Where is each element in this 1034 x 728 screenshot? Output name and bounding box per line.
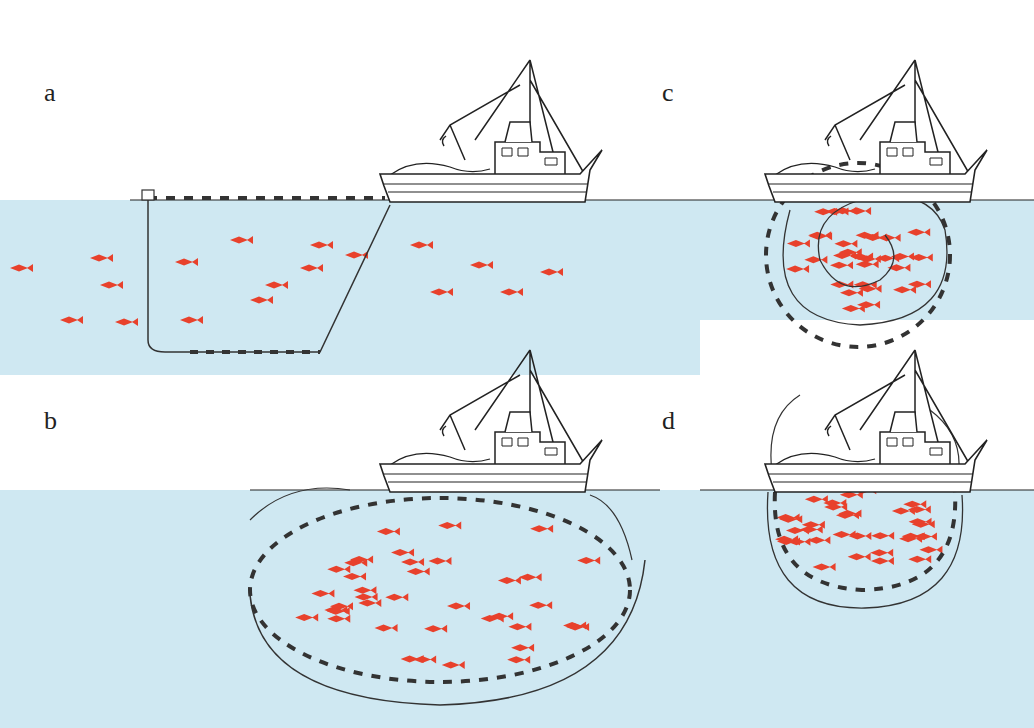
fish [180, 316, 203, 324]
fish [903, 500, 926, 508]
fish [892, 507, 915, 515]
fish [907, 228, 930, 236]
fishing-boat [380, 350, 602, 492]
fish [902, 532, 925, 540]
fish [910, 254, 933, 262]
fish [401, 558, 424, 566]
fish [508, 623, 531, 631]
fish [804, 256, 827, 264]
purse-seine-net [250, 488, 645, 705]
fish [800, 526, 823, 534]
panel-letter: d [662, 408, 675, 434]
fish [838, 509, 861, 517]
fish [447, 602, 470, 610]
fish [295, 613, 318, 621]
fish [410, 241, 433, 249]
fish [856, 231, 879, 239]
fish [265, 281, 288, 289]
purse-seine-net [142, 190, 390, 352]
fish [848, 553, 871, 561]
fish [848, 532, 871, 540]
water-band [0, 200, 1034, 320]
fish [100, 281, 123, 289]
fish [530, 525, 553, 533]
fish [529, 601, 552, 609]
fish [807, 536, 830, 544]
panel-letter: b [44, 408, 57, 434]
fish [311, 590, 334, 598]
fish [507, 656, 530, 664]
fish [310, 241, 333, 249]
fish [428, 557, 451, 565]
fish [481, 615, 504, 623]
fish [566, 623, 589, 631]
fish [830, 261, 853, 269]
fish [250, 296, 273, 304]
fish [413, 655, 436, 663]
fish [805, 495, 828, 503]
fish [840, 289, 863, 297]
panel-letter: c [662, 80, 674, 106]
fish [438, 521, 461, 529]
fish [540, 268, 563, 276]
fish [871, 532, 894, 540]
fish [358, 599, 381, 607]
fish [500, 288, 523, 296]
fish [377, 528, 400, 536]
fish [353, 586, 376, 594]
fish [850, 252, 873, 260]
fish [385, 593, 408, 601]
fish [908, 280, 931, 288]
fishing-boat [765, 60, 987, 202]
fish [407, 568, 430, 576]
fish [424, 625, 447, 633]
panel-letter: a [44, 80, 56, 106]
fish [511, 644, 534, 652]
fish [577, 557, 600, 565]
fishing-boat [765, 350, 987, 492]
fish [498, 576, 521, 584]
fish [814, 208, 837, 216]
fish [824, 503, 847, 511]
fish [813, 563, 836, 571]
fish [343, 573, 366, 581]
fish-school [10, 207, 942, 669]
fish [10, 264, 33, 272]
fish [857, 301, 880, 309]
fish [893, 286, 916, 294]
fish [777, 513, 800, 521]
fish [327, 565, 350, 573]
fish [391, 549, 414, 557]
purse-seine-net [767, 395, 962, 608]
fish [327, 615, 350, 623]
fish [355, 593, 378, 601]
fish [375, 624, 398, 632]
fish [870, 549, 893, 557]
fish [300, 264, 323, 272]
fish [430, 288, 453, 296]
fish [834, 240, 857, 248]
fish [442, 661, 465, 669]
fish [787, 239, 810, 247]
fish [854, 281, 877, 289]
fishing-boat [380, 60, 602, 202]
water-band [0, 490, 1034, 728]
fish [519, 573, 542, 581]
fish [919, 546, 942, 554]
fish [909, 518, 932, 526]
fish [786, 265, 809, 273]
water-band [0, 320, 700, 375]
fish [871, 557, 894, 565]
fish [230, 236, 253, 244]
fish [175, 258, 198, 266]
fish [470, 261, 493, 269]
fish [90, 254, 113, 262]
fish [908, 555, 931, 563]
fish [330, 602, 353, 610]
fish [60, 316, 83, 324]
fish [115, 318, 138, 326]
fish [350, 555, 373, 563]
